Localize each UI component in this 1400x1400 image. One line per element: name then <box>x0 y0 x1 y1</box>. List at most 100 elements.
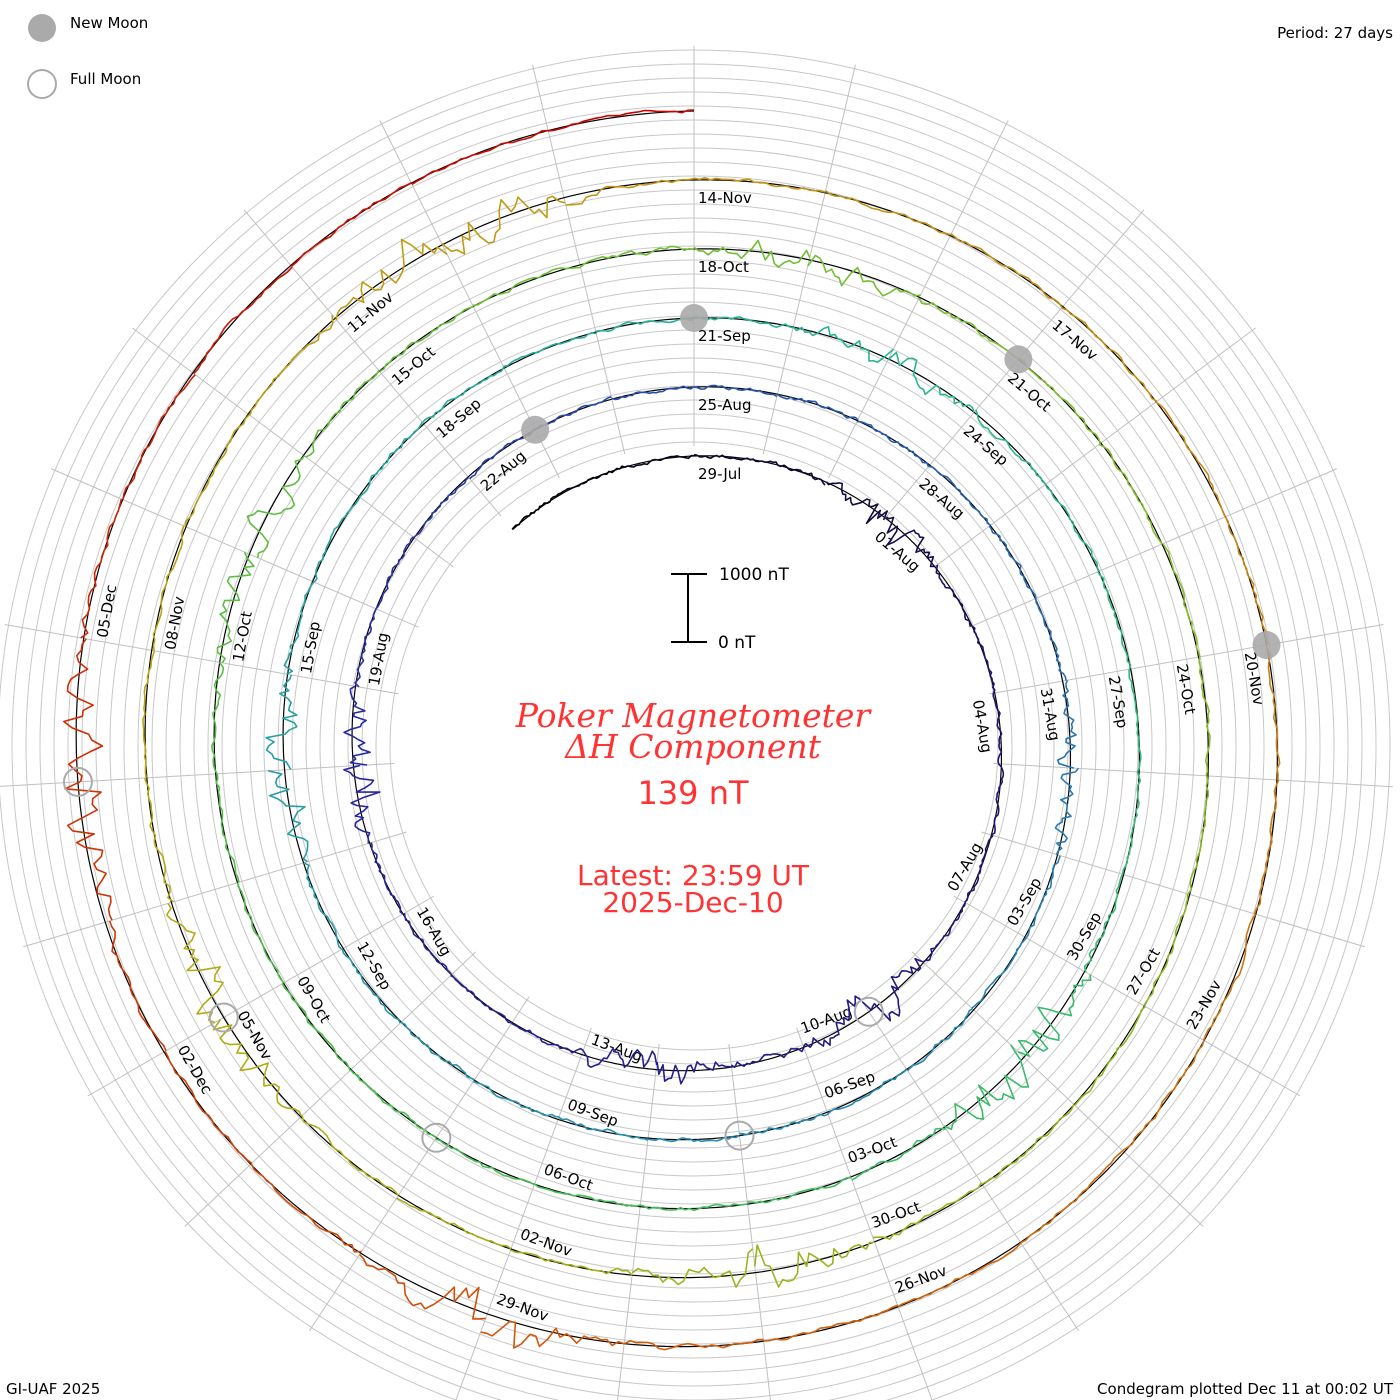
trace-segment-day <box>656 1061 732 1085</box>
period-label: Period: 27 days <box>1277 24 1393 42</box>
trace-segment-day <box>534 1183 641 1208</box>
full-moon-legend-icon <box>27 69 57 99</box>
trace-segment-day <box>582 1047 658 1069</box>
grid-spoke <box>184 951 477 1227</box>
trace-segment-day <box>421 366 505 424</box>
trace-segment-day <box>739 1113 829 1136</box>
trace-segment-day <box>887 351 975 413</box>
trace-segment-day <box>1035 598 1067 681</box>
trace-segment-day <box>358 421 423 498</box>
grid-spoke <box>4 623 399 695</box>
trace-segment-day <box>975 409 1047 485</box>
grid-spoke <box>132 327 454 568</box>
date-label-04-aug: 04-Aug <box>969 698 996 754</box>
trace-segment-day <box>511 489 566 530</box>
new-moon-marker <box>1004 345 1033 374</box>
new-moon-marker <box>1252 631 1281 660</box>
date-label-20-nov: 20-Nov <box>1241 651 1268 707</box>
trace-segment-day <box>647 1134 740 1143</box>
grid-spoke <box>617 1043 660 1400</box>
grid-spoke <box>969 468 1337 628</box>
grid-spoke <box>0 762 395 787</box>
trace-segment-day <box>763 1304 898 1342</box>
trace-segment-day <box>885 516 936 568</box>
date-label-14-nov: 14-Nov <box>698 189 752 207</box>
trace-segment-day <box>693 177 826 193</box>
trace-segment-day <box>825 481 888 525</box>
date-label-30-oct: 30-Oct <box>869 1198 923 1232</box>
trace-segment-day <box>1054 767 1080 855</box>
trace-segment-day <box>802 995 862 1048</box>
date-label-02-nov: 02-Nov <box>518 1225 575 1260</box>
trace-segment-day <box>694 316 794 329</box>
grid-spoke <box>934 327 1256 568</box>
date-label-12-oct: 12-Oct <box>229 610 256 663</box>
date-label-17-nov: 17-Nov <box>1048 316 1101 364</box>
trace-segment-day <box>249 314 334 416</box>
date-label-27-oct: 27-Oct <box>1123 945 1164 998</box>
grid-spoke <box>993 762 1393 788</box>
trace-segment-day <box>1017 974 1092 1057</box>
footer-plotted-time: Condegram plotted Dec 11 at 00:02 UT <box>1097 1380 1394 1398</box>
trace-segment-day <box>435 1138 535 1186</box>
new-moon-marker <box>680 304 708 332</box>
trace-segment-day <box>950 233 1063 308</box>
trace-segment-day <box>558 1116 649 1142</box>
date-label-25-aug: 25-Aug <box>698 396 751 414</box>
latest-date: 2025-Dec-10 <box>602 886 783 919</box>
grid-spoke <box>828 120 1009 479</box>
trace-segment-day <box>211 661 225 775</box>
full-moon-marker <box>724 1120 755 1151</box>
grid-spoke <box>532 64 626 455</box>
trace-segment-day <box>215 773 240 883</box>
grid-spoke <box>23 831 407 948</box>
trace-segment-day <box>1056 679 1077 769</box>
date-label-26-nov: 26-Nov <box>893 1262 950 1297</box>
chart-subtitle: ΔH Component <box>563 727 822 766</box>
trace-segment-day <box>1198 656 1211 776</box>
grid-spoke <box>796 1027 933 1400</box>
trace-segment-day <box>375 536 414 610</box>
trace-segment-day <box>441 195 566 255</box>
full-moon-marker <box>208 1002 239 1033</box>
trace-segment-day <box>827 1068 908 1115</box>
scale-top-label: 1000 nT <box>719 565 789 585</box>
date-label-27-sep: 27-Sep <box>1105 674 1132 729</box>
trace-segment-day <box>350 1069 437 1139</box>
trace-segment-day <box>990 763 1005 836</box>
trace-segment-day <box>1074 1006 1146 1106</box>
trace-segment-day <box>480 1320 625 1349</box>
trace-segment-day <box>335 238 448 320</box>
trace-segment-day <box>403 912 453 976</box>
trace-segment-day <box>216 551 255 664</box>
trace-segment-day <box>1018 357 1101 444</box>
trace-segment-day <box>693 453 762 463</box>
trace-segment-day <box>511 1022 584 1054</box>
trace-segment-day <box>1187 775 1209 895</box>
trace-segment-day <box>1202 913 1257 1041</box>
scale-bar <box>671 573 707 643</box>
trace-segment-day <box>142 650 156 779</box>
date-label-24-sep: 24-Sep <box>960 422 1012 470</box>
date-label-12-sep: 12-Sep <box>353 938 395 993</box>
trace-segment-day <box>400 1021 475 1081</box>
trace-segment-day <box>872 1182 982 1240</box>
trace-segment-day <box>250 1163 362 1253</box>
trace-segment-day <box>303 862 343 950</box>
trace-segment-day <box>268 770 309 863</box>
grid-spoke <box>989 623 1384 695</box>
trace-segment-day <box>1122 1040 1205 1152</box>
chart-title: Poker Magnetometer <box>515 696 873 735</box>
trace-segment-day <box>730 1047 805 1069</box>
trace-segment-day <box>825 190 952 236</box>
trace-segment-day <box>1224 516 1269 646</box>
trace-segment-day <box>503 332 597 368</box>
new-moon-legend-label: New Moon <box>70 14 148 32</box>
date-label-10-aug: 10-Aug <box>798 1002 854 1037</box>
trace-segment-day <box>565 177 695 206</box>
trace-segment-day <box>341 948 402 1024</box>
trace-segment-day <box>861 957 923 1022</box>
trace-segment-day <box>343 685 371 766</box>
trace-segment-day <box>413 476 470 538</box>
trace-segment-day <box>548 109 695 132</box>
